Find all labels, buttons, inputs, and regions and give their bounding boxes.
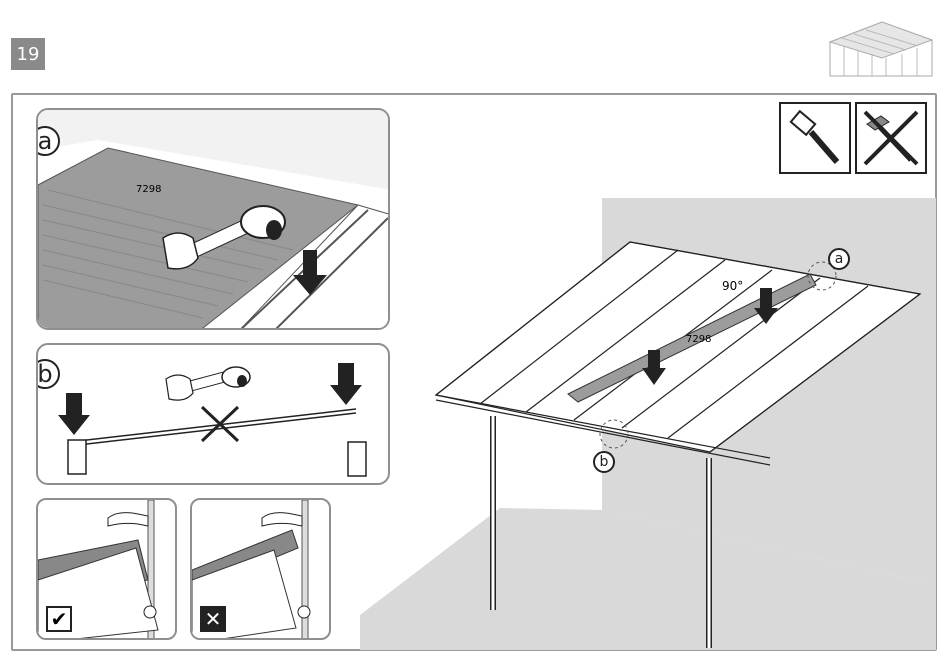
cross-mark-icon: ✕ (200, 606, 226, 632)
structure-thumbnail-icon (822, 12, 940, 82)
angle-label: 90° (722, 279, 743, 293)
detail-panel-a: a 7298 (36, 108, 390, 330)
wrong-example-panel: ✕ (190, 498, 331, 640)
no-hammer-icon (855, 102, 927, 174)
detail-panel-b: b (36, 343, 390, 485)
callout-a: a (828, 248, 850, 270)
check-mark-icon: ✔ (46, 606, 72, 632)
rubber-mallet-icon (779, 102, 851, 174)
panel-code-label: 7298 (136, 184, 161, 195)
callout-b: b (593, 451, 615, 473)
main-panel-code: 7298 (686, 334, 711, 345)
correct-example-panel: ✔ (36, 498, 177, 640)
step-number-badge: 19 (11, 38, 45, 70)
